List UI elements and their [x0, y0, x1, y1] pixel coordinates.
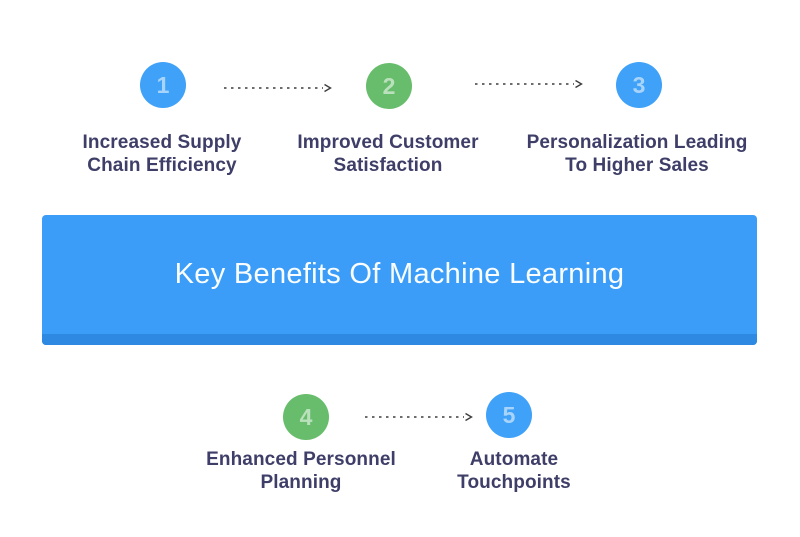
step-3-circle: 3 [616, 62, 662, 108]
step-5-label: Automate Touchpoints [394, 448, 634, 494]
step-5-label-line-2: Touchpoints [457, 472, 571, 493]
step-1-number: 1 [156, 71, 170, 98]
arrow-4-5-icon [363, 411, 475, 423]
step-5-circle: 5 [486, 392, 532, 438]
step-2-label-line-1: Improved Customer [297, 132, 479, 153]
page-title: Key Benefits Of Machine Learning [174, 258, 625, 290]
step-2-label-line-2: Satisfaction [333, 155, 443, 176]
step-1-circle: 1 [140, 62, 186, 108]
step-4-label: Enhanced Personnel Planning [181, 448, 421, 494]
step-4-circle: 4 [283, 394, 329, 440]
step-1-label-line-2: Chain Efficiency [87, 155, 237, 176]
step-3-label-line-2: To Higher Sales [565, 155, 709, 176]
step-4-label-line-1: Enhanced Personnel [206, 449, 396, 470]
step-4-number: 4 [299, 403, 313, 430]
title-banner: Key Benefits Of Machine Learning [42, 215, 757, 345]
step-1-label: Increased Supply Chain Efficiency [42, 131, 282, 177]
banner-bottom-edge [42, 334, 757, 345]
step-2-circle: 2 [366, 63, 412, 109]
step-3-label: Personalization Leading To Higher Sales [517, 131, 757, 177]
step-1-label-line-1: Increased Supply [82, 132, 242, 153]
step-4-label-line-2: Planning [260, 472, 342, 493]
step-5-label-line-1: Automate [469, 449, 559, 470]
step-2-number: 2 [382, 72, 396, 99]
step-2-label: Improved Customer Satisfaction [268, 131, 508, 177]
arrow-1-2-icon [222, 82, 334, 94]
arrow-2-3-icon [473, 78, 585, 90]
step-5-number: 5 [502, 401, 516, 428]
step-3-label-line-1: Personalization Leading [526, 132, 748, 153]
step-3-number: 3 [632, 71, 646, 98]
